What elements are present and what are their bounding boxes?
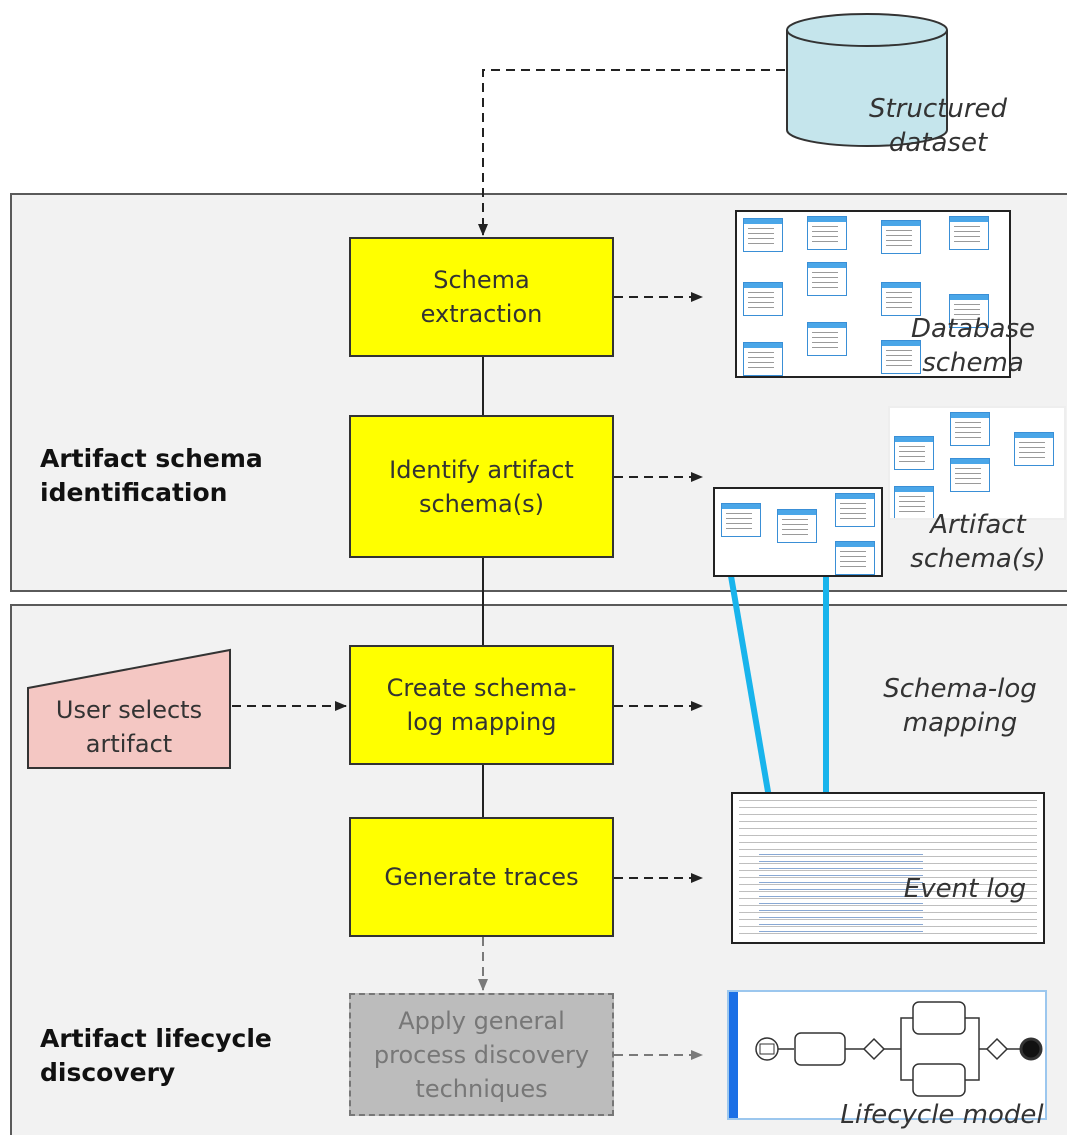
- generate-traces-step: Generate traces: [349, 817, 614, 937]
- lifecycle-model-thumbnail: [727, 990, 1047, 1120]
- apply-process-discovery-step: Apply general process discovery techniqu…: [349, 993, 614, 1116]
- create-schema-log-mapping-step: Create schema- log mapping: [349, 645, 614, 765]
- event-log-thumbnail: [731, 792, 1045, 944]
- bpmn-diagram: [729, 992, 1043, 1118]
- end-event-icon: [1019, 1037, 1043, 1061]
- artifact-schema-thumbnail-front: [713, 487, 883, 577]
- schema-log-mapping-label: Schema-log mapping: [883, 674, 1037, 738]
- artifact-schema-thumbnail-back: [888, 406, 1066, 520]
- database-schema-label: Database schema: [910, 314, 1036, 378]
- structured-dataset-label: Structured dataset: [868, 94, 1008, 158]
- database-schema-thumbnail: [735, 210, 1011, 378]
- identify-artifact-schema-step: Identify artifact schema(s): [349, 415, 614, 558]
- database-cylinder-icon: [786, 13, 948, 147]
- user-selects-artifact-label: User selects artifact: [55, 695, 203, 758]
- user-input-shape: [27, 648, 231, 769]
- artifact-schemas-label: Artifact schema(s): [910, 510, 1046, 574]
- event-log-label: Event log: [903, 874, 1027, 904]
- schema-extraction-step: Schema extraction: [349, 237, 614, 357]
- section-title-discovery: Artifact lifecycle discovery: [40, 1024, 272, 1087]
- dataset-to-extraction-arrow: [478, 69, 785, 236]
- lifecycle-model-label: Lifecycle model: [840, 1100, 1044, 1130]
- section-title-identification: Artifact schema identification: [40, 444, 263, 507]
